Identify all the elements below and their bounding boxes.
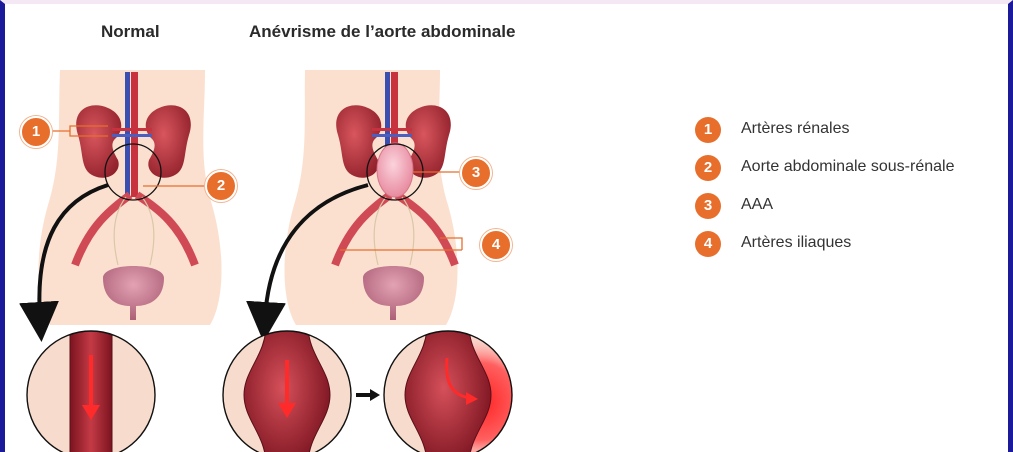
- callout-1-badge: 1: [20, 116, 52, 148]
- zoom-rupture: [384, 325, 512, 452]
- zoom-aneurysm: [223, 325, 351, 452]
- zoom-normal: [27, 325, 155, 452]
- callout-4-badge: 4: [480, 229, 512, 261]
- legend-badge: 3: [695, 193, 721, 219]
- legend-label: Artères iliaques: [741, 234, 851, 252]
- legend-label: AAA: [741, 196, 773, 214]
- legend-label: Artères rénales: [741, 120, 850, 138]
- callout-3-badge: 3: [460, 157, 492, 189]
- legend-label: Aorte abdominale sous-rénale: [741, 158, 954, 176]
- legend-badge: 4: [695, 231, 721, 257]
- aaa-bulge: [377, 143, 413, 197]
- legend-badge: 1: [695, 117, 721, 143]
- callout-2-badge: 2: [205, 170, 237, 202]
- legend-badge: 2: [695, 155, 721, 181]
